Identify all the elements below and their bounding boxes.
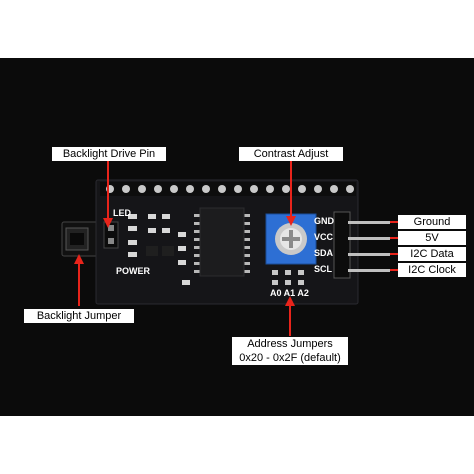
led-silk: LED: [113, 208, 131, 218]
scl-silk: SCL: [314, 264, 332, 274]
lcd-header-pins: [100, 182, 356, 196]
backlight-drive-pin-label: Backlight Drive Pin: [52, 147, 166, 161]
pin-label-i2c-clock: I2C Clock: [398, 263, 466, 277]
pin-label-5v: 5V: [398, 231, 466, 245]
vcc-silk: VCC: [314, 232, 334, 242]
pin-label-i2c-data: I2C Data: [398, 247, 466, 261]
address-silk: A0 A1 A2: [270, 288, 309, 298]
pin-label-ground: Ground: [398, 215, 466, 229]
address-jumper-pads: [272, 270, 304, 285]
address-jumpers-label-line2: 0x20 - 0x2F (default): [232, 351, 348, 365]
address-jumpers-label-line1: Address Jumpers: [232, 337, 348, 351]
gnd-silk: GND: [314, 216, 334, 226]
sda-silk: SDA: [314, 248, 334, 258]
contrast-adjust-label: Contrast Adjust: [239, 147, 343, 161]
backlight-jumper-label: Backlight Jumper: [24, 309, 134, 323]
pcf8574-chip: [194, 207, 250, 277]
i2c-pin-header: [333, 211, 390, 279]
power-silk: POWER: [116, 266, 151, 276]
